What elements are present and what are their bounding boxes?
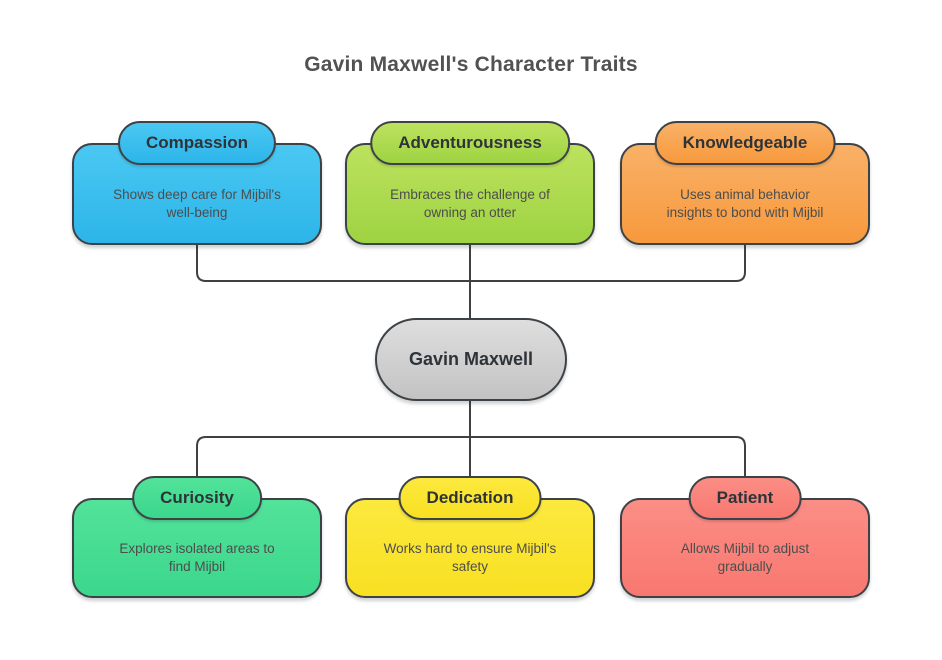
trait-description: Uses animal behavior insights to bond wi… <box>666 186 824 220</box>
trait-node-dedication[interactable]: Works hard to ensure Mijbil's safety Ded… <box>345 476 595 598</box>
trait-label: Dedication <box>426 488 514 507</box>
trait-description: Explores isolated areas to find Mijbil <box>119 540 275 574</box>
trait-description: Embraces the challenge of owning an otte… <box>390 186 550 220</box>
trait-node-compassion[interactable]: Shows deep care for Mijbil's well-being … <box>72 121 322 245</box>
trait-description: Shows deep care for Mijbil's well-being <box>113 186 281 220</box>
trait-label: Compassion <box>145 133 249 152</box>
trait-label: Curiosity <box>160 488 234 507</box>
diagram-title: Gavin Maxwell's Character Traits <box>304 53 638 76</box>
center-node-label: Gavin Maxwell <box>408 349 534 369</box>
trait-node-knowledgeable[interactable]: Uses animal behavior insights to bond wi… <box>620 121 870 245</box>
trait-label: Patient <box>716 488 774 507</box>
trait-description: Allows Mijbil to adjust gradually <box>680 540 810 574</box>
trait-label-pill: Adventurousness <box>370 121 570 165</box>
trait-label-pill: Knowledgeable <box>654 121 836 165</box>
trait-label-pill: Curiosity <box>132 476 262 520</box>
trait-node-patient[interactable]: Allows Mijbil to adjust gradually Patien… <box>620 476 870 598</box>
trait-card-compassion: Shows deep care for Mijbil's well-being <box>72 143 322 245</box>
trait-node-adventurousness[interactable]: Embraces the challenge of owning an otte… <box>345 121 595 245</box>
trait-description: Works hard to ensure Mijbil's safety <box>383 540 557 574</box>
trait-label-pill: Patient <box>688 476 802 520</box>
trait-node-curiosity[interactable]: Explores isolated areas to find Mijbil C… <box>72 476 322 598</box>
center-node-gavin-maxwell[interactable]: Gavin Maxwell <box>375 318 567 401</box>
trait-label: Knowledgeable <box>682 133 808 152</box>
trait-label: Adventurousness <box>398 133 542 152</box>
trait-label-pill: Dedication <box>398 476 542 520</box>
bottom-bus-line <box>196 436 746 477</box>
trait-label-pill: Compassion <box>117 121 277 165</box>
